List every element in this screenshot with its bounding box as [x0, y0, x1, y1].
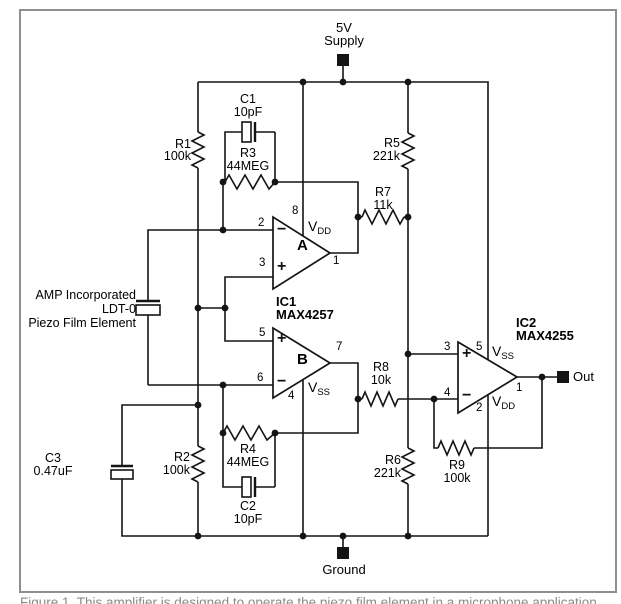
label-c1-value: 10pF: [233, 105, 263, 119]
resistor-r2: [190, 445, 206, 483]
ic1-a-noninv-sign: +: [277, 258, 287, 275]
label-c2-value: 10pF: [233, 512, 263, 526]
wire-top-rail: [198, 81, 489, 360]
ground-terminal: [337, 547, 349, 559]
ic1-b-pin-rail: 4: [288, 390, 295, 402]
wire-a-noninv-b-noninv: [224, 276, 273, 342]
wire-c1-right: [255, 131, 276, 182]
label-r4-ref: R4: [240, 442, 256, 456]
ic1-a-pin-out: 1: [333, 255, 340, 267]
wire-ground-rail: [121, 479, 488, 537]
ic1-b-rail-label: VSS: [308, 379, 331, 398]
label-r2-ref: R2: [174, 450, 190, 464]
label-r9-ref: R9: [449, 458, 465, 472]
label-c3-value: 0.47uF: [33, 464, 73, 478]
label-c2-ref: C2: [240, 499, 256, 513]
ic1-part: MAX4257: [276, 307, 334, 322]
label-r8-value: 10k: [370, 373, 392, 387]
ic1-b-label: B: [297, 351, 308, 368]
ic2-pin-top-rail: 5: [476, 341, 483, 353]
label-r1-value: 100k: [163, 149, 191, 163]
label-r7-value: 11k: [373, 198, 393, 212]
label-r3-ref: R3: [240, 146, 256, 160]
supply-terminal: [337, 54, 349, 66]
piezo-label-line1: AMP Incorporated: [35, 288, 136, 302]
resistor-r6: [400, 447, 416, 485]
wire-a-output: [330, 217, 359, 254]
piezo-label-line3: Piezo Film Element: [28, 316, 136, 330]
piezo-body: [135, 304, 161, 316]
ic1-b-pin-noninv: 5: [259, 327, 266, 339]
label-c3-ref: C3: [45, 451, 61, 465]
wire-c3-top: [121, 404, 198, 466]
ic2-top-rail-label: VSS: [492, 343, 515, 362]
label-r2-value: 100k: [162, 463, 190, 477]
label-r1-ref: R1: [175, 137, 191, 151]
label-r8-ref: R8: [373, 360, 389, 374]
label-r9-value: 100k: [443, 471, 471, 485]
ic2-inv-sign: −: [462, 387, 472, 404]
opamp-ic2-triangle: [457, 340, 519, 415]
ic2-ref: IC2: [516, 315, 537, 330]
opamp-b-triangle: [272, 326, 332, 400]
figure-caption: Figure 1. This amplifier is designed to …: [20, 595, 601, 604]
supply-label-line1: 5V: [336, 20, 352, 35]
label-r3-value: 44MEG: [226, 159, 270, 173]
ic1-a-rail-label: VDD: [308, 218, 332, 237]
label-r6-ref: R6: [385, 453, 401, 467]
resistor-r8: [361, 389, 399, 409]
capacitor-c2-box: [241, 476, 252, 498]
wire-piezo-top: [147, 229, 273, 301]
label-r4-value: 44MEG: [226, 455, 270, 469]
resistor-r5: [400, 132, 416, 170]
resistor-r1: [190, 131, 206, 169]
label-r5-ref: R5: [384, 136, 400, 150]
out-label: Out: [573, 369, 594, 384]
piezo-label-line2: LDT-0: [101, 302, 136, 316]
ic2-pin-bottom-rail: 2: [476, 402, 483, 414]
ic1-ref: IC1: [276, 294, 297, 309]
capacitor-c1-box: [241, 121, 252, 143]
label-r6-value: 221k: [373, 466, 401, 480]
supply-label-line2: Supply: [324, 33, 364, 48]
ic1-b-noninv-sign: +: [277, 330, 287, 347]
ground-label: Ground: [322, 562, 366, 577]
resistor-r9: [437, 438, 475, 458]
resistor-r3: [224, 173, 276, 191]
wire-c2-right: [255, 433, 276, 488]
ic2-bottom-rail-label: VDD: [492, 393, 516, 412]
ic2-part: MAX4255: [516, 328, 574, 343]
ic2-noninv-sign: +: [462, 345, 472, 362]
ic1-a-pin-noninv: 3: [259, 257, 266, 269]
ic2-pin-inv: 4: [444, 387, 451, 399]
capacitor-c3-box: [110, 469, 134, 480]
wire-r9-return: [474, 377, 543, 449]
ic1-b-pin-inv: 6: [257, 372, 264, 384]
ic1-b-inv-sign: −: [277, 373, 287, 390]
ic1-a-label: A: [297, 237, 308, 254]
wire-c1-left: [224, 131, 242, 182]
resistor-r7: [361, 208, 405, 226]
ic1-a-inv-sign: −: [277, 221, 287, 238]
label-r7-ref: R7: [375, 185, 391, 199]
ic1-a-pin-rail: 8: [292, 205, 299, 217]
wire-a-feedback: [275, 181, 359, 217]
wire-r9-riser: [433, 399, 438, 449]
ic1-b-pin-out: 7: [336, 341, 343, 353]
ic2-pin-out: 1: [516, 382, 523, 394]
wire-c2-left: [222, 433, 242, 488]
ic2-pin-noninv: 3: [444, 341, 451, 353]
junction-dots: [194, 78, 546, 540]
frame-border: [19, 9, 617, 593]
resistor-r4: [222, 424, 276, 442]
label-c1-ref: C1: [240, 92, 256, 106]
out-terminal: [557, 371, 569, 383]
opamp-a-triangle: [272, 215, 332, 291]
label-r5-value: 221k: [372, 149, 400, 163]
ic1-a-pin-inv: 2: [258, 217, 265, 229]
